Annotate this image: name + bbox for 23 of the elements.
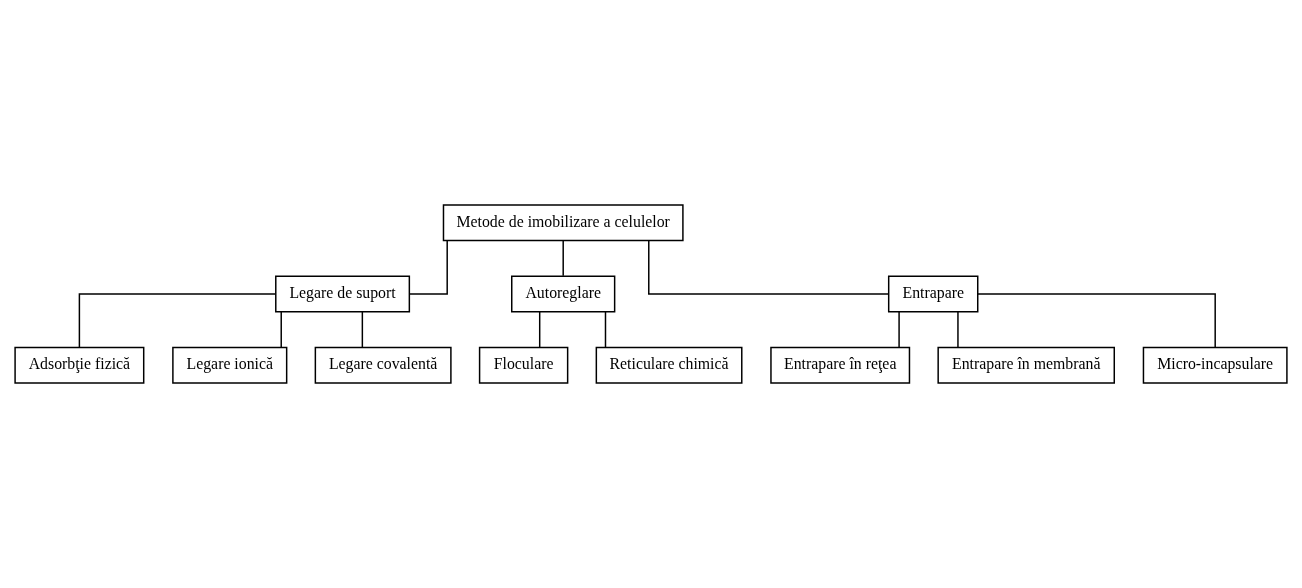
node-box: Entrapare în reţea (770, 346, 911, 384)
connector (898, 311, 900, 348)
node-box: Legare ionică (172, 346, 288, 384)
connector (604, 311, 607, 348)
node-box: Autoreglare (511, 275, 616, 313)
connector (280, 311, 282, 348)
node-box: Adsorbţie fizică (14, 346, 145, 384)
node-box: Legare de suport (275, 275, 411, 313)
connector (957, 311, 959, 348)
node-box: Micro-incapsulare (1142, 346, 1288, 384)
connector (538, 311, 541, 348)
node-box: Reticulare chimică (595, 346, 743, 384)
connector (648, 240, 890, 295)
connector (408, 240, 448, 295)
node-box: Entrapare în membrană (937, 346, 1115, 384)
connector (562, 240, 564, 277)
connector (78, 293, 277, 348)
node-box: Metode de imobilizare a celulelor (442, 204, 684, 242)
node-box: Legare covalentă (314, 346, 452, 384)
node-box: Entrapare (887, 275, 979, 313)
connector (977, 293, 1216, 348)
node-box: Floculare (478, 346, 569, 384)
connector (361, 311, 364, 348)
